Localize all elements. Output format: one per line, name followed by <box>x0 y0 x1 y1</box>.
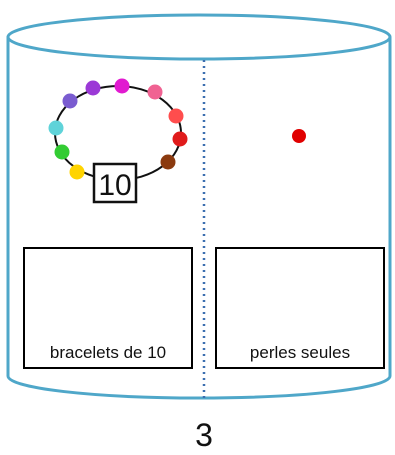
bracelet-bead <box>62 93 78 109</box>
bracelet-tag <box>92 162 138 204</box>
bracelet-bead <box>54 144 70 160</box>
bracelet-bead <box>48 120 64 136</box>
bracelet-of-ten: 10 <box>48 78 188 204</box>
ones-box <box>215 247 385 369</box>
ones-box-label: perles seules <box>250 343 350 362</box>
tens-box-label: bracelets de 10 <box>50 343 166 362</box>
jar-body <box>6 37 392 400</box>
bracelet-bead <box>114 78 130 94</box>
bracelet-bead <box>69 164 85 180</box>
bracelet-bead <box>172 131 188 147</box>
bracelet-bead <box>160 154 176 170</box>
bracelet-bead <box>147 84 163 100</box>
bracelet-bead <box>85 80 101 96</box>
loose-bead <box>292 129 306 143</box>
tens-box <box>23 247 193 369</box>
bracelet-bead <box>168 108 184 124</box>
jar-rim <box>6 13 392 61</box>
total-number: 3 <box>195 417 213 453</box>
bracelet-tag-label: 10 <box>98 169 131 202</box>
